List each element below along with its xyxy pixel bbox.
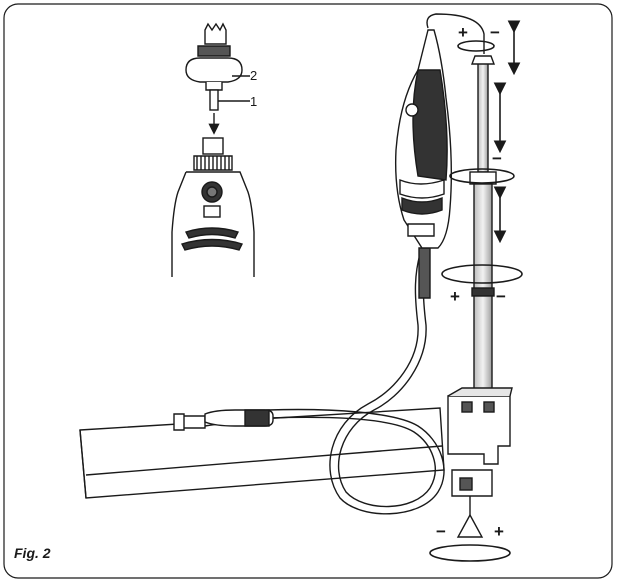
- tool-spindle: [202, 137, 224, 155]
- flex-shaft-outer: [204, 239, 445, 515]
- sign-minus-clamp: −: [436, 522, 446, 541]
- stand-assembly: [426, 13, 513, 538]
- top-rotate-ring: [457, 40, 495, 52]
- flex-shaft-inner: [204, 239, 436, 508]
- sign-plus-lower: +: [450, 287, 460, 306]
- adjust-arrows: [429, 20, 523, 562]
- rotary-tool-grip: [412, 69, 448, 181]
- upper-rod: [477, 61, 489, 173]
- rotary-tool-nose: [407, 223, 435, 237]
- sign-minus-collar: −: [492, 149, 502, 168]
- clamp-handle: [456, 513, 484, 538]
- lower-collar: [471, 287, 495, 297]
- figure-caption: Fig. 2: [14, 545, 51, 561]
- upper-rod-knob: [470, 55, 496, 65]
- sign-minus-lower: −: [496, 287, 506, 306]
- collet-nut-band: [197, 45, 231, 57]
- clamp-body: [447, 395, 511, 465]
- flex-shaft-ribs: [418, 247, 431, 299]
- lower-rotate-ring: [441, 264, 523, 284]
- collet-shank: [209, 89, 219, 111]
- sign-minus-top: −: [490, 23, 500, 42]
- inset-chuck-detail: [171, 22, 255, 277]
- collet-nut-top: [204, 22, 227, 45]
- clamp-rotate-ring: [429, 544, 511, 562]
- callout-label-1: 1: [250, 94, 257, 109]
- collet-flange: [185, 57, 243, 83]
- lower-tube: [473, 295, 493, 397]
- flex-shaft: [173, 239, 445, 515]
- sign-plus-clamp: +: [494, 522, 504, 541]
- vent-1: [185, 227, 239, 239]
- sign-plus-top: +: [458, 23, 468, 42]
- callout-label-2: 2: [250, 68, 257, 83]
- middle-tube: [473, 183, 493, 295]
- handpiece-nose: [182, 415, 206, 429]
- tool-body-outline: [171, 171, 255, 277]
- rotary-tool: [395, 29, 453, 249]
- collar-rotate-ring: [449, 168, 515, 184]
- vent-2: [181, 238, 243, 251]
- outer-border: [3, 3, 613, 579]
- hanger-hook: [426, 13, 485, 54]
